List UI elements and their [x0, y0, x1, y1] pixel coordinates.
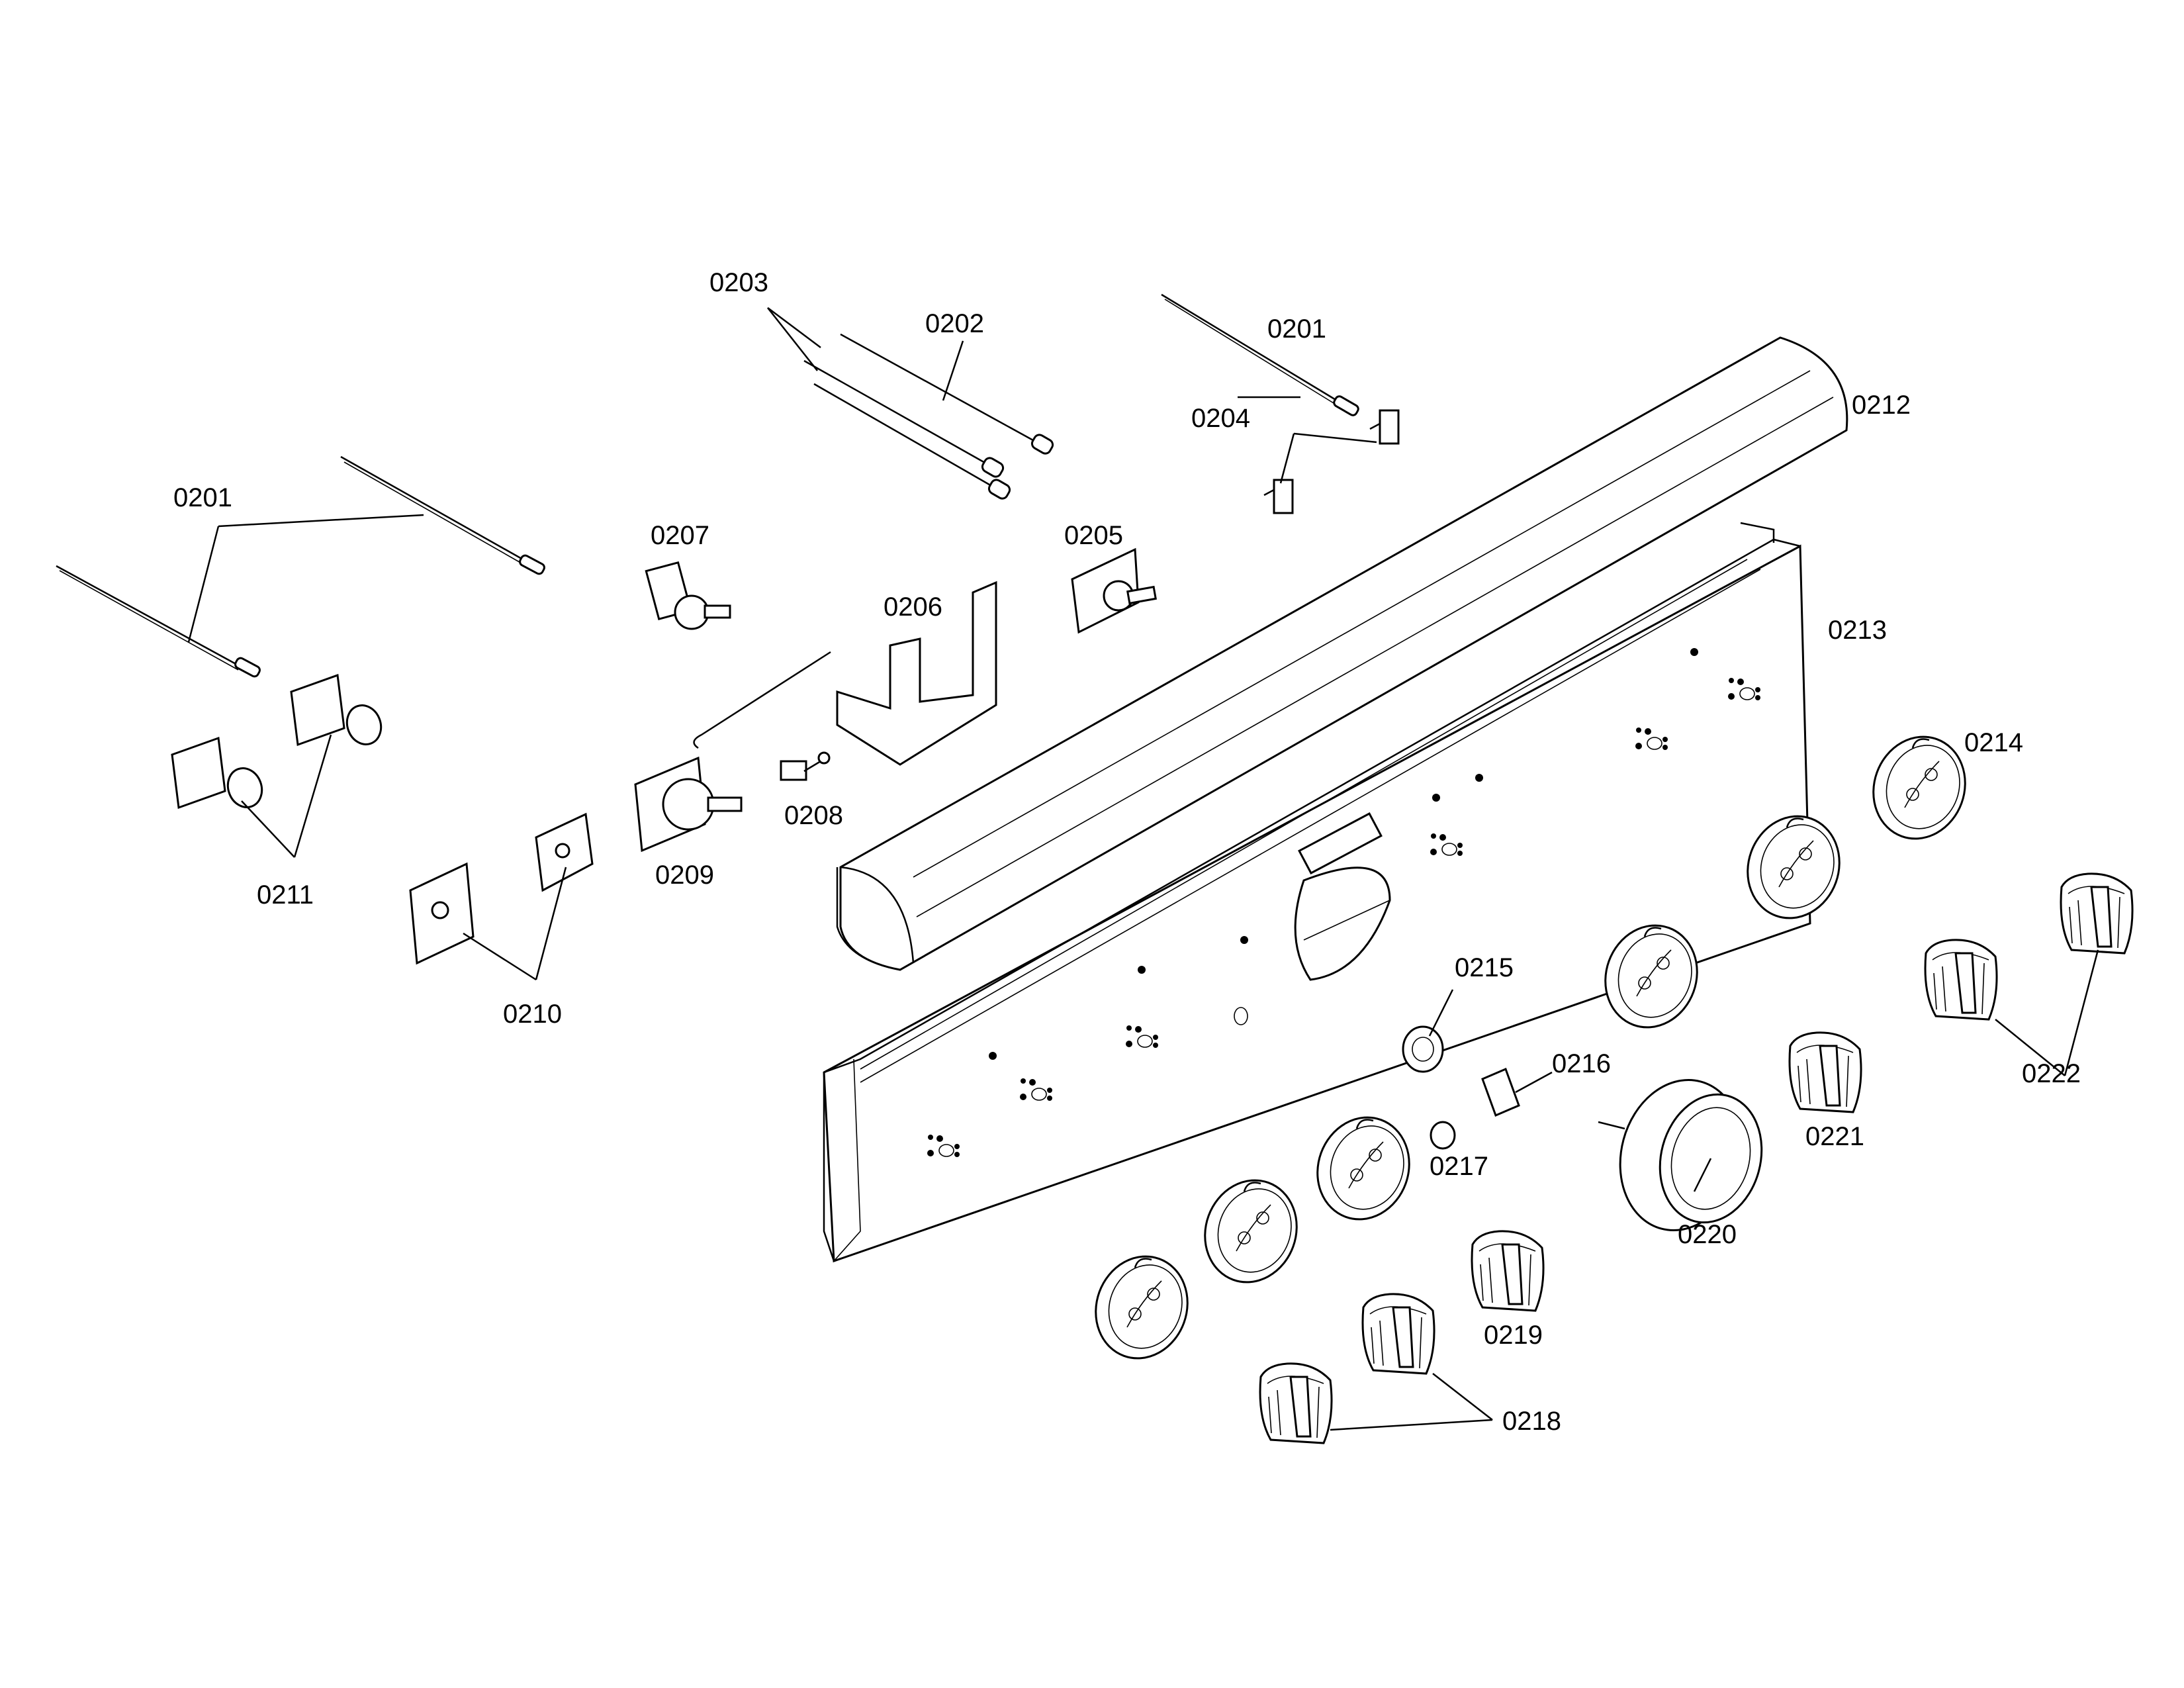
callout-0212: 0212 — [1852, 391, 1911, 420]
callout-0206: 0206 — [884, 592, 942, 622]
callout-0215: 0215 — [1455, 953, 1514, 982]
valve-icon — [171, 673, 383, 810]
toggle-switch-icon — [780, 751, 831, 781]
callout-0220: 0220 — [1678, 1220, 1737, 1249]
callout-labels: 0201 0201 0202 0203 0204 0205 0206 0207 … — [173, 268, 2081, 1436]
leader-lines — [187, 307, 2099, 1431]
wire-harness-icon — [803, 333, 1054, 500]
switch-plate-icon — [409, 812, 594, 965]
control-panel-icon — [823, 522, 1811, 1263]
callout-0211: 0211 — [257, 880, 314, 910]
callout-0203: 0203 — [709, 268, 768, 297]
bracket-icon — [836, 581, 997, 766]
gauge-icon — [1598, 1079, 1763, 1231]
callout-0221: 0221 — [1805, 1122, 1864, 1151]
switch-icon — [1263, 409, 1400, 514]
selector-switch-icon — [645, 561, 731, 630]
callout-0219: 0219 — [1484, 1321, 1543, 1350]
callout-0204: 0204 — [1191, 404, 1250, 433]
callout-0201b: 0201 — [1267, 314, 1326, 344]
callout-0214: 0214 — [1964, 728, 2023, 757]
callout-0216: 0216 — [1552, 1049, 1611, 1078]
callout-0207: 0207 — [651, 521, 709, 550]
thermocouple-icon — [340, 455, 545, 575]
thermocouple-icon — [1161, 293, 1359, 416]
callout-0202: 0202 — [925, 309, 984, 338]
callout-0201a: 0201 — [173, 483, 232, 512]
callout-0222: 0222 — [2022, 1059, 2081, 1088]
rotary-switch-icon — [1071, 547, 1157, 634]
trim-bar-icon — [836, 336, 1848, 971]
thermostat-icon — [634, 651, 831, 853]
callout-0208: 0208 — [784, 801, 843, 830]
callout-0217: 0217 — [1430, 1152, 1488, 1181]
callout-0210: 0210 — [503, 1000, 562, 1029]
grommet-icon — [1402, 1025, 1520, 1150]
callout-0213: 0213 — [1828, 616, 1887, 645]
thermocouple-icon — [56, 565, 261, 678]
callout-0218: 0218 — [1502, 1407, 1561, 1436]
callout-0209: 0209 — [655, 861, 714, 890]
callout-0205: 0205 — [1064, 521, 1123, 550]
